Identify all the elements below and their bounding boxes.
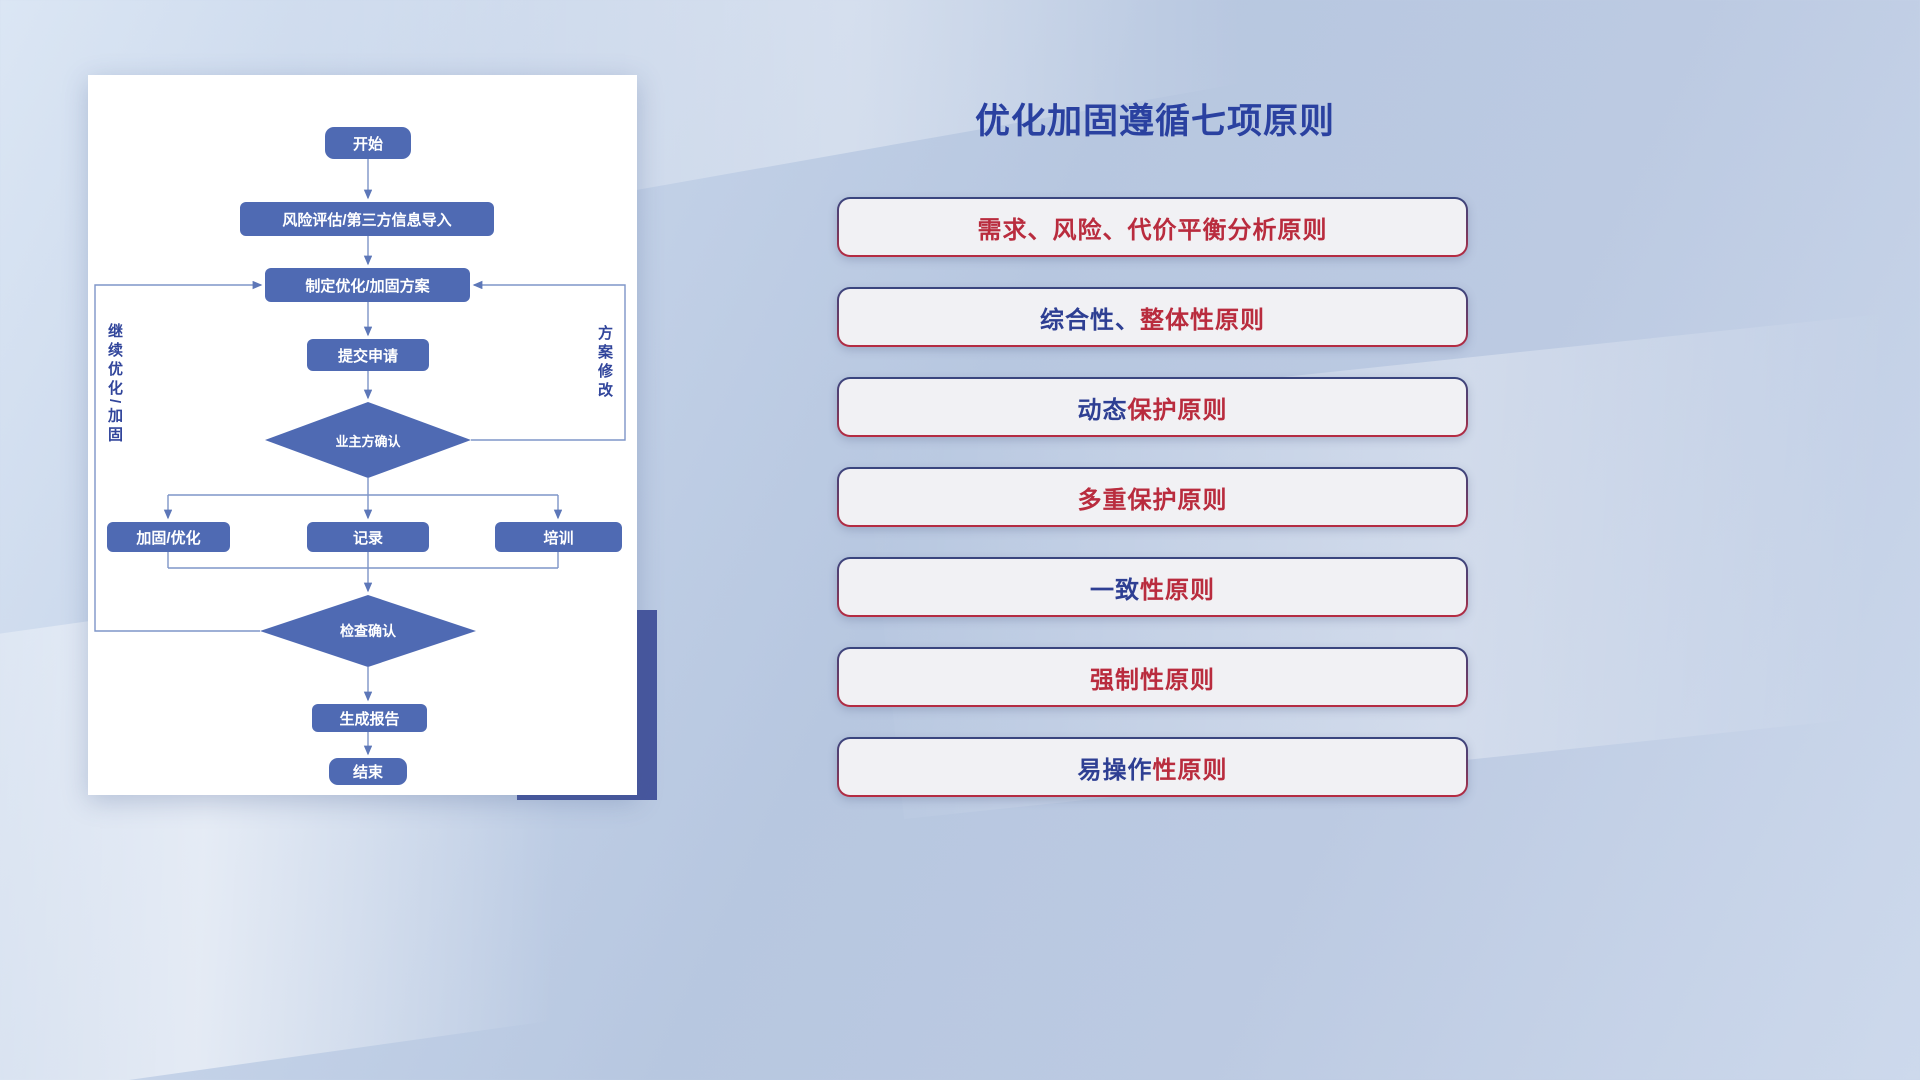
flow-node-reinforce: 加固/优化 — [107, 522, 230, 552]
flow-node-make-plan: 制定优化/加固方案 — [265, 268, 470, 302]
principle-pill: 需求、风险、代价平衡分析原则 — [837, 197, 1468, 257]
principle-pill: 动态保护原则 — [837, 377, 1468, 437]
principle-pill: 易操作性原则 — [837, 737, 1468, 797]
principle-pill: 强制性原则 — [837, 647, 1468, 707]
principles-list: 需求、风险、代价平衡分析原则综合性、整体性原则动态保护原则多重保护原则一致性原则… — [837, 197, 1468, 827]
principle-text: 多重保护原则 — [839, 469, 1466, 525]
flow-node-submit: 提交申请 — [307, 339, 429, 371]
edge-label-continue-loop: 继续优化/加固 — [106, 323, 123, 446]
principle-text: 易操作性原则 — [839, 739, 1466, 795]
edge-label-plan-revise: 方案修改 — [596, 325, 613, 401]
principle-pill: 一致性原则 — [837, 557, 1468, 617]
flow-node-risk-assessment: 风险评估/第三方信息导入 — [240, 202, 494, 236]
flow-node-end: 结束 — [329, 758, 407, 785]
flow-node-start: 开始 — [325, 127, 411, 159]
flow-node-training: 培训 — [495, 522, 622, 552]
flowchart-connectors — [94, 159, 626, 756]
principle-text: 需求、风险、代价平衡分析原则 — [839, 199, 1466, 255]
flow-node-report: 生成报告 — [312, 704, 427, 732]
principle-text: 一致性原则 — [839, 559, 1466, 615]
principle-text: 动态保护原则 — [839, 379, 1466, 435]
principle-text: 综合性、整体性原则 — [839, 289, 1466, 345]
flowchart-card: 开始 风险评估/第三方信息导入 制定优化/加固方案 提交申请 业主方确认 加固/… — [88, 75, 637, 795]
principle-pill: 多重保护原则 — [837, 467, 1468, 527]
page-title: 优化加固遵循七项原则 — [974, 102, 1335, 141]
principle-text: 强制性原则 — [839, 649, 1466, 705]
principle-pill: 综合性、整体性原则 — [837, 287, 1468, 347]
flow-node-record: 记录 — [307, 522, 429, 552]
